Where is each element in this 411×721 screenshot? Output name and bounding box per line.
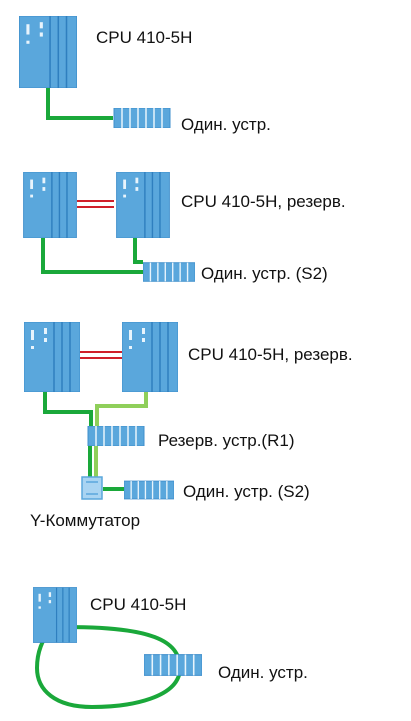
io-s2-label: Один. устр. (S2) <box>183 482 310 501</box>
io-label: Один. устр. <box>181 115 271 134</box>
section-ring: CPU 410-5H Один. устр. <box>33 586 308 710</box>
profibus-line <box>43 390 93 426</box>
section-single: CPU 410-5H Один. устр. <box>19 16 271 134</box>
io-module-icon <box>143 262 195 282</box>
cpu-rack-icon <box>122 322 178 392</box>
cpu-rack-icon <box>115 172 171 238</box>
io-module-icon <box>124 480 174 500</box>
io-module-icon <box>144 653 202 677</box>
section-redundant-y: CPU 410-5H, резерв. Резерв. устр.(R1) Од… <box>24 322 353 530</box>
profibus-ring <box>34 625 183 710</box>
cpu-label: CPU 410-5H, резерв. <box>188 345 353 364</box>
io-module-icon <box>113 108 171 128</box>
cpu-label: CPU 410-5H <box>90 595 186 614</box>
cpu-rack-icon <box>33 586 77 644</box>
cpu-rack-icon <box>24 322 80 392</box>
io-label: Один. устр. (S2) <box>201 264 328 283</box>
cpu-rack-icon <box>22 172 78 238</box>
y-switch-icon <box>81 476 103 500</box>
section-redundant: CPU 410-5H, резерв. Один. устр. (S2) <box>22 172 346 283</box>
io-label: Один. устр. <box>218 663 308 682</box>
cpu-label: CPU 410-5H, резерв. <box>181 192 346 211</box>
profibus-line <box>46 86 113 120</box>
switch-label: Y-Коммутатор <box>30 511 140 530</box>
profibus-line-redundant <box>95 390 148 426</box>
profibus-line <box>133 236 143 264</box>
profibus-line <box>41 236 143 274</box>
io-r1-label: Резерв. устр.(R1) <box>158 431 295 450</box>
cpu-rack-icon <box>19 16 77 88</box>
io-module-icon <box>87 426 145 446</box>
cpu-label: CPU 410-5H <box>96 28 192 47</box>
